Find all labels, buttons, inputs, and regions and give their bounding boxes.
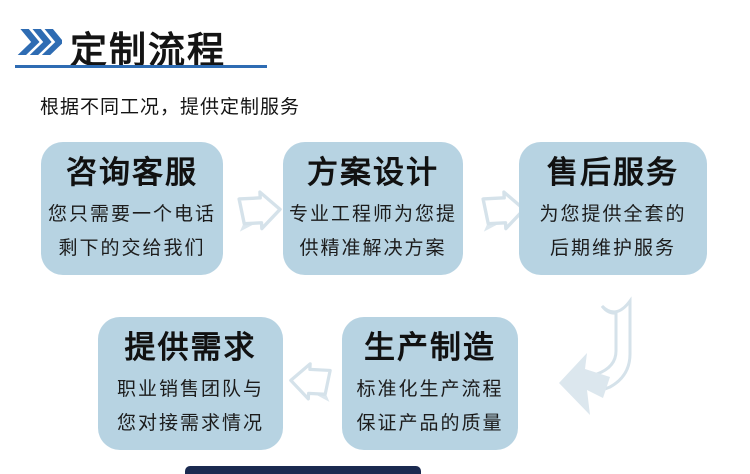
step-desc-line: 专业工程师为您提: [288, 203, 457, 225]
step-card-aftersales: 售后服务 为您提供全套的 后期维护服务: [519, 142, 707, 275]
step-card-consult: 咨询客服 您只需要一个电话 剩下的交给我们: [41, 142, 223, 275]
arrow-curve-down-left-icon: [559, 296, 632, 415]
title-underline: [15, 65, 267, 68]
step-card-design: 方案设计 专业工程师为您提 供精准解决方案: [283, 142, 463, 275]
step-title: 生产制造: [364, 330, 496, 365]
step-card-production: 生产制造 标准化生产流程 保证产品的质量: [342, 317, 518, 450]
step-desc-line: 职业销售团队与: [116, 378, 264, 400]
page-title: 定制流程: [70, 30, 226, 71]
triple-chevron-right-icon: [17, 29, 62, 55]
step-desc-line: 您只需要一个电话: [47, 203, 216, 225]
arrow-left-icon: [289, 362, 332, 402]
step-title: 售后服务: [547, 155, 679, 190]
step-desc-line: 后期维护服务: [549, 237, 676, 259]
section-divider-bar: [185, 466, 421, 474]
page-subtitle: 根据不同工况，提供定制服务: [40, 97, 301, 118]
step-desc-line: 您对接需求情况: [116, 412, 264, 434]
step-desc-line: 保证产品的质量: [356, 412, 504, 434]
step-title: 咨询客服: [66, 155, 198, 190]
step-title: 方案设计: [307, 155, 439, 190]
step-desc-line: 为您提供全套的: [539, 203, 687, 225]
step-card-requirements: 提供需求 职业销售团队与 您对接需求情况: [98, 317, 283, 450]
step-title: 提供需求: [124, 330, 257, 365]
arrow-right-icon: [237, 190, 282, 232]
step-desc-line: 标准化生产流程: [356, 378, 504, 400]
step-desc-line: 剩下的交给我们: [58, 237, 206, 259]
step-desc-line: 供精准解决方案: [299, 237, 447, 259]
arrow-right-icon: [481, 190, 526, 232]
